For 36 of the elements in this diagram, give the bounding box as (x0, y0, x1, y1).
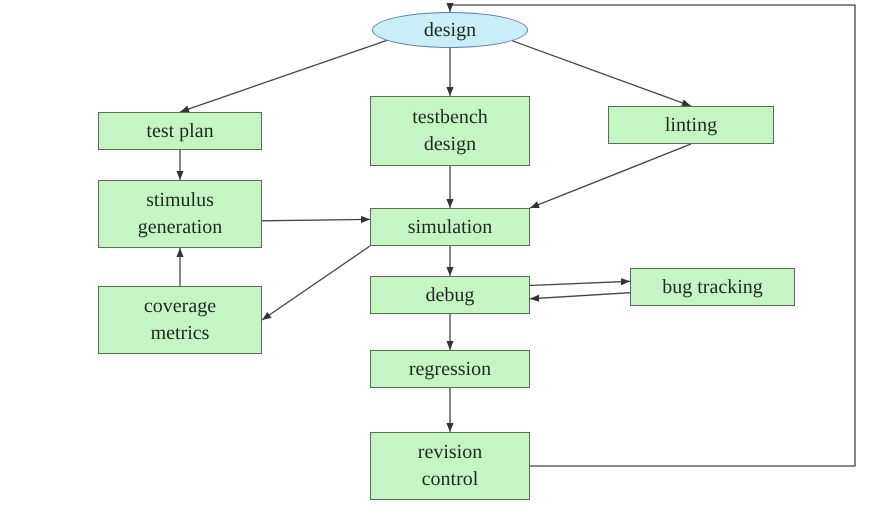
process-box (98, 112, 262, 150)
node-label: stimulus generation (136, 188, 224, 240)
node-label: test plan (146, 118, 214, 144)
arrow (446, 388, 454, 432)
arrow (262, 245, 370, 321)
arrow (446, 314, 454, 350)
node-label: design (424, 18, 476, 42)
process-box (608, 106, 774, 144)
arrow (176, 248, 184, 286)
process-box (98, 180, 262, 248)
process-box (370, 432, 530, 500)
arrow (530, 292, 630, 302)
process-box (370, 350, 530, 388)
node-label: coverage metrics (142, 294, 218, 346)
arrow (262, 216, 370, 224)
arrow (530, 278, 630, 286)
node-label: linting (664, 112, 718, 138)
process-box (370, 96, 530, 166)
arrow (512, 40, 692, 107)
node-label: bug tracking (662, 274, 763, 300)
node-label: testbench design (411, 105, 489, 157)
arrow (176, 150, 184, 180)
node-label: debug (426, 282, 474, 308)
process-box (630, 268, 795, 306)
process-box (370, 276, 530, 314)
node-label: simulation (408, 214, 492, 240)
arrow (446, 246, 454, 276)
arrow (180, 39, 388, 113)
process-box (98, 286, 262, 354)
node-label: regression (408, 356, 492, 382)
node-label: revision control (416, 440, 484, 492)
arrow (446, 48, 454, 96)
arrow (446, 2, 856, 467)
arrow (446, 166, 454, 208)
process-box (370, 208, 530, 246)
arrow (530, 143, 692, 209)
